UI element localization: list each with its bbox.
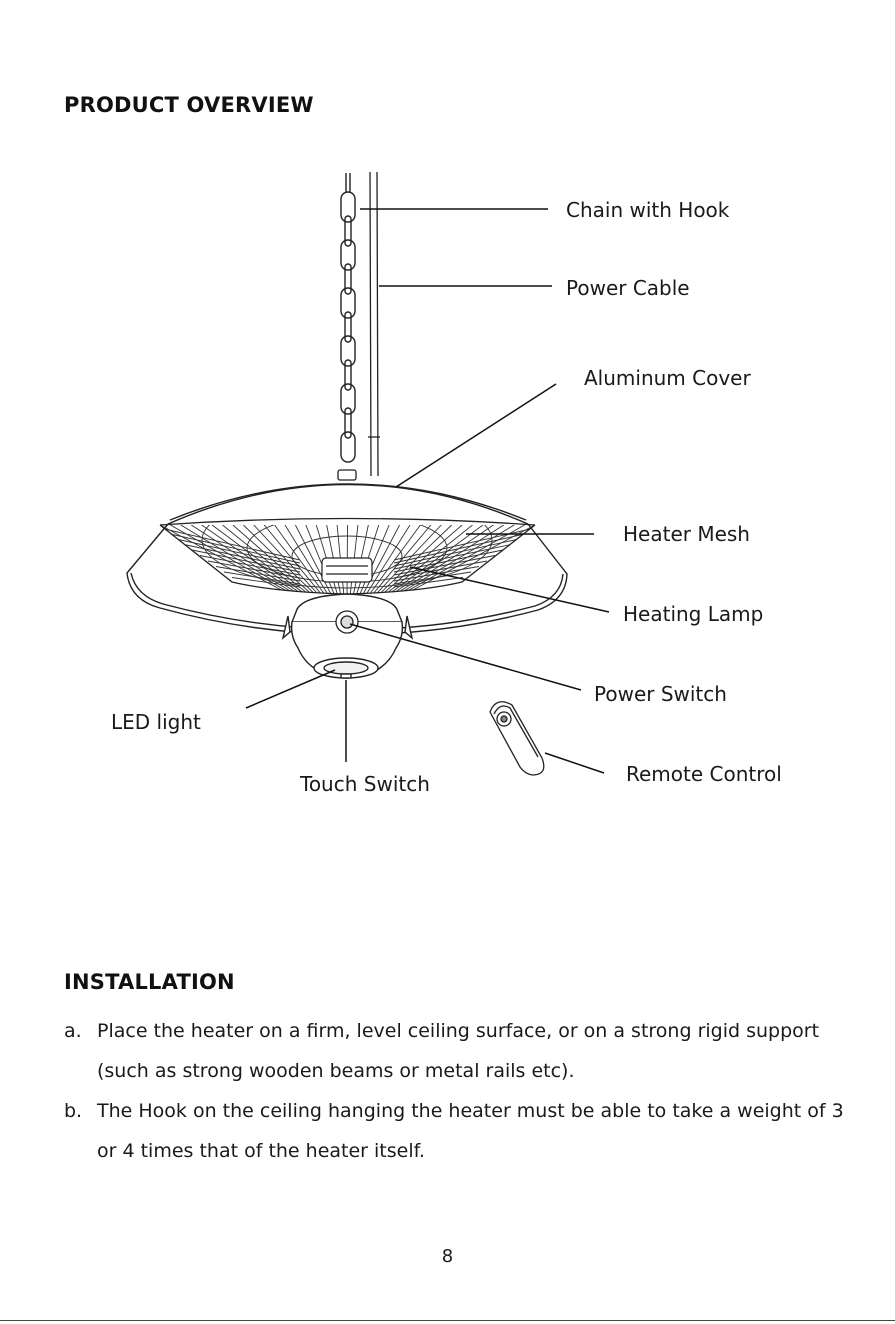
callout-power-switch: Power Switch (594, 682, 727, 706)
callout-power-cable: Power Cable (566, 276, 690, 300)
list-marker: a. (64, 1020, 82, 1042)
hanger-boss (337, 469, 357, 481)
callout-heating-lamp: Heating Lamp (623, 602, 764, 626)
callout-led-light: LED light (111, 710, 201, 734)
list-item-text: The Hook on the ceiling hanging the heat… (97, 1100, 844, 1162)
callout-chain-with-hook: Chain with Hook (566, 198, 730, 222)
list-marker: b. (64, 1100, 83, 1122)
list-item: a. Place the heater on a firm, level cei… (64, 1011, 854, 1091)
heating-lamp (321, 557, 373, 583)
control-housing (281, 593, 414, 679)
remote-control (489, 701, 545, 776)
heater-diagram (126, 171, 610, 776)
footer-rule (0, 1320, 895, 1321)
callout-heater-mesh: Heater Mesh (623, 522, 750, 546)
power-cable (368, 171, 380, 477)
section-heading-product-overview: PRODUCT OVERVIEW (64, 93, 314, 117)
callout-aluminum-cover: Aluminum Cover (584, 366, 751, 390)
chain-with-hook (340, 173, 356, 463)
callout-touch-switch: Touch Switch (300, 772, 430, 796)
callout-remote-control: Remote Control (626, 762, 782, 786)
page-number: 8 (441, 1246, 454, 1267)
power-switch (335, 610, 359, 634)
leader-lines (245, 208, 610, 774)
list-item-text: Place the heater on a firm, level ceilin… (97, 1020, 820, 1082)
aluminum-cover (126, 483, 568, 636)
section-heading-installation: INSTALLATION (64, 970, 235, 994)
installation-steps: a. Place the heater on a firm, level cei… (64, 1011, 854, 1171)
list-item: b. The Hook on the ceiling hanging the h… (64, 1091, 854, 1171)
heater-mesh (160, 525, 535, 594)
